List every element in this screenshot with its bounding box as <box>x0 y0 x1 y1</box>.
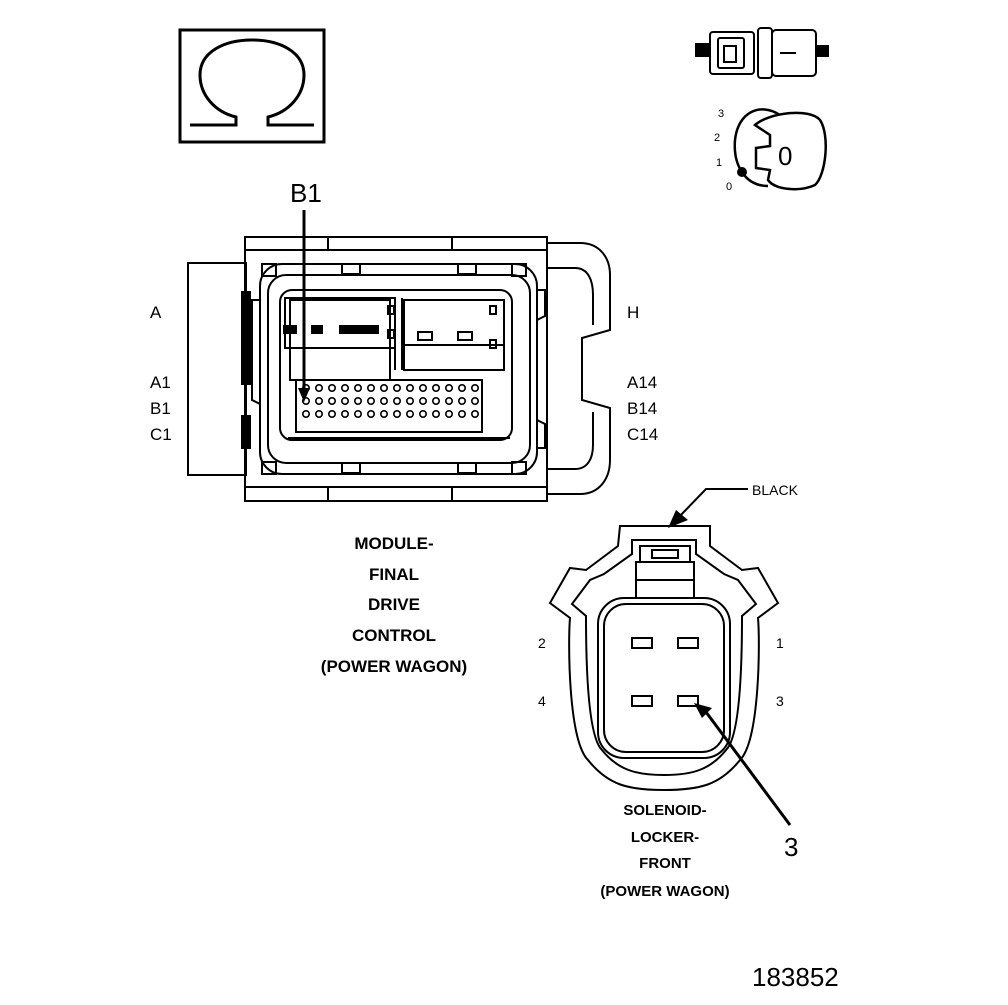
module-pin-cavity <box>392 383 401 392</box>
solenoid-pin-label-4: 4 <box>538 693 546 709</box>
module-connector <box>187 236 611 502</box>
module-title-line-2: FINAL <box>369 565 419 584</box>
module-title-line-1: MODULE- <box>354 534 433 553</box>
solenoid-title: SOLENOID- LOCKER- FRONT (POWER WAGON) <box>600 802 729 900</box>
module-pin-cavity <box>444 383 453 392</box>
module-pin-cavity <box>327 396 336 405</box>
module-pin-cavity <box>340 409 349 418</box>
module-pin-cavity <box>379 409 388 418</box>
solenoid-title-line-1: SOLENOID- <box>623 802 706 819</box>
figure-number: 183852 <box>752 962 839 992</box>
row-label-c1: C1 <box>150 425 172 444</box>
row-label-a1: A1 <box>150 373 171 392</box>
module-pin-cavity <box>418 396 427 405</box>
module-pin-cavity <box>418 409 427 418</box>
module-pin-cavity <box>470 383 479 392</box>
module-pin-cavity <box>366 409 375 418</box>
module-pin-cavity <box>366 396 375 405</box>
module-pin-cavity <box>301 396 310 405</box>
b1-callout: B1 <box>290 178 322 402</box>
module-pin-cavity <box>405 396 414 405</box>
row-label-c14: C14 <box>627 425 658 444</box>
module-pin-cavity <box>405 383 414 392</box>
module-pin-cavity <box>405 409 414 418</box>
module-pin-cavity <box>314 409 323 418</box>
callout-3-label: 3 <box>784 832 798 862</box>
connector-pair-icon <box>695 27 829 79</box>
module-pin-cavity <box>392 396 401 405</box>
key-position-1: 1 <box>716 157 722 169</box>
module-pin-cavity <box>314 396 323 405</box>
row-label-b14: B14 <box>627 399 657 418</box>
module-pin-cavity <box>457 383 466 392</box>
ohm-resistance-icon <box>178 28 326 144</box>
solenoid-pin-label-1: 1 <box>776 635 784 651</box>
key-position-0: 0 <box>726 181 732 193</box>
module-pin-cavity <box>340 396 349 405</box>
module-pin-cavity <box>457 409 466 418</box>
row-label-b1: B1 <box>150 399 171 418</box>
module-pin-cavity <box>418 383 427 392</box>
solenoid-title-line-2: LOCKER- <box>631 829 699 846</box>
module-pin-cavity <box>327 409 336 418</box>
key-position-2: 2 <box>714 132 720 144</box>
module-pin-cavity <box>457 396 466 405</box>
key-label: 0 <box>778 141 792 171</box>
pin-3-callout: 3 <box>694 703 798 862</box>
module-pin-cavity <box>431 383 440 392</box>
row-label-h: H <box>627 303 639 322</box>
module-title-line-4: CONTROL <box>352 626 436 645</box>
module-title: MODULE- FINAL DRIVE CONTROL (POWER WAGON… <box>321 534 467 676</box>
module-pin-cavity <box>327 383 336 392</box>
module-pin-cavity <box>470 409 479 418</box>
key-position-3: 3 <box>718 108 724 120</box>
module-pin-cavity <box>431 409 440 418</box>
solenoid-title-line-4: (POWER WAGON) <box>600 883 729 900</box>
module-pin-cavity <box>431 396 440 405</box>
module-title-line-5: (POWER WAGON) <box>321 657 467 676</box>
solenoid-title-line-3: FRONT <box>639 855 691 872</box>
module-pin-field <box>301 383 479 418</box>
ignition-key-icon: 3 2 1 0 0 <box>714 108 827 193</box>
module-pin-cavity <box>301 409 310 418</box>
solenoid-connector <box>548 525 780 792</box>
module-pin-cavity <box>353 396 362 405</box>
module-pin-cavity <box>314 383 323 392</box>
solenoid-pin-label-3: 3 <box>776 693 784 709</box>
module-pin-cavity <box>353 409 362 418</box>
module-pin-cavity <box>379 396 388 405</box>
module-pin-cavity <box>392 409 401 418</box>
solenoid-pin-label-2: 2 <box>538 635 546 651</box>
module-pin-cavity <box>366 383 375 392</box>
module-pin-cavity <box>353 383 362 392</box>
module-title-line-3: DRIVE <box>368 595 420 614</box>
module-pin-cavity <box>470 396 479 405</box>
module-pin-cavity <box>340 383 349 392</box>
row-label-a14: A14 <box>627 373 657 392</box>
module-pin-cavity <box>444 409 453 418</box>
row-label-a: A <box>150 303 162 322</box>
module-pin-cavity <box>444 396 453 405</box>
color-label-black: BLACK <box>752 482 799 498</box>
color-callout: BLACK <box>668 482 799 528</box>
module-pin-cavity <box>379 383 388 392</box>
callout-b1-label: B1 <box>290 178 322 208</box>
